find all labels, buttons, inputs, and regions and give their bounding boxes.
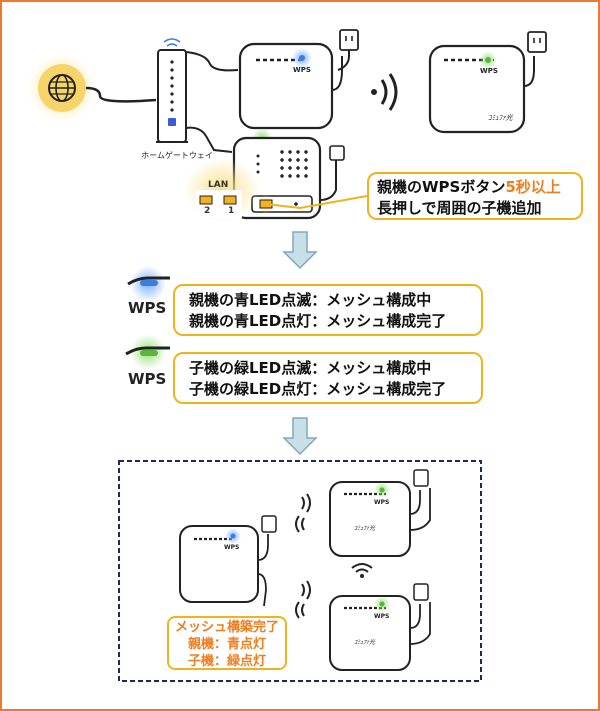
down-arrow — [282, 231, 318, 270]
parent-led-on-text: 親機の青LED点灯：メッシュ構成完了 — [189, 312, 447, 330]
svg-text:WPS: WPS — [480, 67, 498, 75]
wps-instruction-text: 親機のWPSボタン — [377, 178, 506, 196]
child-led-blink-text: 子機の緑LED点滅：メッシュ構成中 — [189, 359, 432, 377]
mesh-parent-router: WPS — [179, 515, 277, 607]
mesh-child-router-1: WPS ｺﾐｭﾌｧ光 — [329, 469, 431, 557]
parent-led-status-callout: 親機の青LED点滅：メッシュ構成中 親機の青LED点灯：メッシュ構成完了 — [173, 284, 483, 336]
mesh-complete-child: 子機：緑点灯 — [187, 654, 266, 669]
callout-pointer — [265, 195, 368, 210]
wps-duration-highlight: 5秒以上 — [505, 178, 561, 196]
wifi-signal-icon — [371, 73, 398, 111]
mesh-complete-title: メッシュ構築完了 — [174, 620, 279, 635]
lan-title: LAN — [208, 180, 229, 190]
lan-port-panel — [184, 158, 260, 222]
gateway-label: ホームゲートウェイ — [141, 151, 213, 160]
child-led-on-text: 子機の緑LED点灯：メッシュ構成完了 — [189, 380, 447, 398]
gateway-cable — [185, 51, 239, 72]
wps-instruction-line2: 長押しで周囲の子機追加 — [377, 199, 542, 217]
svg-text:WPS: WPS — [128, 370, 166, 388]
svg-text:ｺﾐｭﾌｧ光: ｺﾐｭﾌｧ光 — [354, 524, 376, 532]
svg-text:ｺﾐｭﾌｧ光: ｺﾐｭﾌｧ光 — [354, 638, 376, 646]
down-arrow-2 — [282, 417, 318, 456]
parent-led-blink-text: 親機の青LED点滅：メッシュ構成中 — [189, 291, 432, 309]
gateway-lan-cable — [185, 126, 233, 153]
wan-cable — [85, 86, 157, 103]
svg-text:WPS: WPS — [293, 66, 311, 74]
blue-wps-led-icon: WPS — [127, 266, 170, 317]
lan-port-2-label: 2 — [204, 206, 211, 216]
internet-globe-icon — [28, 54, 96, 122]
parent-router-front: WPS — [238, 29, 359, 130]
svg-text:WPS: WPS — [374, 499, 389, 506]
child-router-top: WPS ｺﾐｭﾌｧ光 — [428, 31, 547, 134]
green-wps-led-icon: WPS — [125, 334, 170, 388]
child-led-status-callout: 子機の緑LED点滅：メッシュ構成中 子機の緑LED点灯：メッシュ構成完了 — [173, 352, 483, 404]
home-gateway-icon — [156, 38, 188, 143]
mesh-wifi-icons — [295, 493, 373, 619]
svg-text:WPS: WPS — [224, 544, 239, 551]
svg-text:WPS: WPS — [374, 613, 389, 620]
svg-text:ｺﾐｭﾌｧ光: ｺﾐｭﾌｧ光 — [488, 114, 513, 122]
wps-instruction-line1: 親機のWPSボタン5秒以上 — [377, 177, 573, 198]
mesh-result-frame — [118, 460, 482, 682]
svg-text:WPS: WPS — [128, 299, 166, 317]
mesh-complete-callout: メッシュ構築完了 親機：青点灯 子機：緑点灯 — [167, 616, 287, 670]
wps-instruction-callout: 親機のWPSボタン5秒以上 長押しで周囲の子機追加 — [367, 172, 583, 220]
mesh-child-router-2: WPS ｺﾐｭﾌｧ光 — [329, 583, 431, 671]
lan-port-1-label: 1 — [228, 206, 235, 216]
mesh-complete-parent: 親機：青点灯 — [187, 637, 266, 652]
